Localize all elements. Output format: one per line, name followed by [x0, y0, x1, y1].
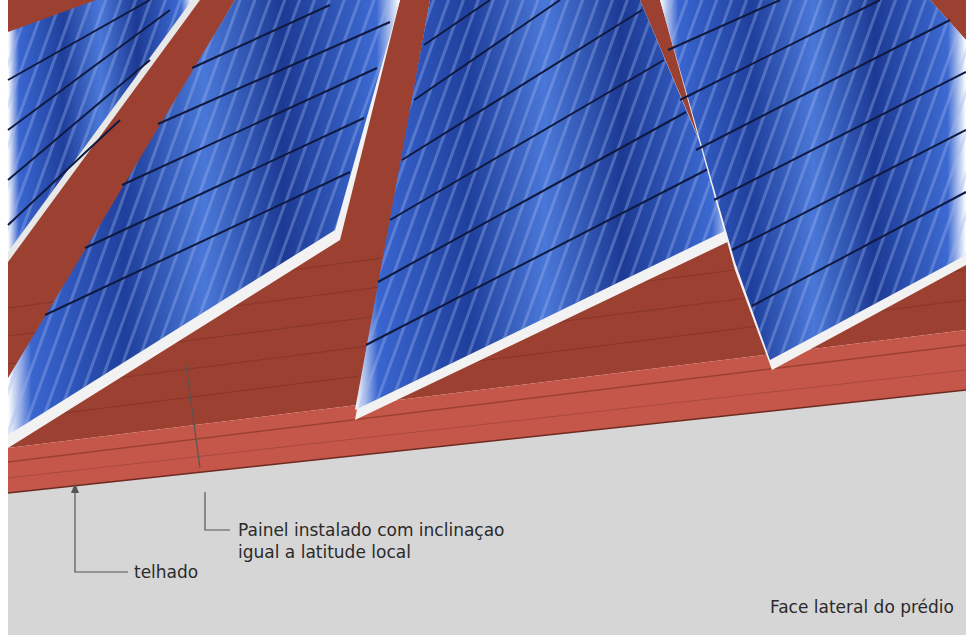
leader-line	[75, 365, 230, 572]
roof-label: telhado	[134, 561, 198, 583]
arrow-head	[71, 483, 79, 493]
solar-panel-array	[660, 0, 966, 370]
solar-panel-array	[8, 0, 400, 448]
panel-note: Painel instalado com inclinaçao igual a …	[238, 519, 528, 563]
wall-label: Face lateral do prédio	[770, 596, 954, 618]
